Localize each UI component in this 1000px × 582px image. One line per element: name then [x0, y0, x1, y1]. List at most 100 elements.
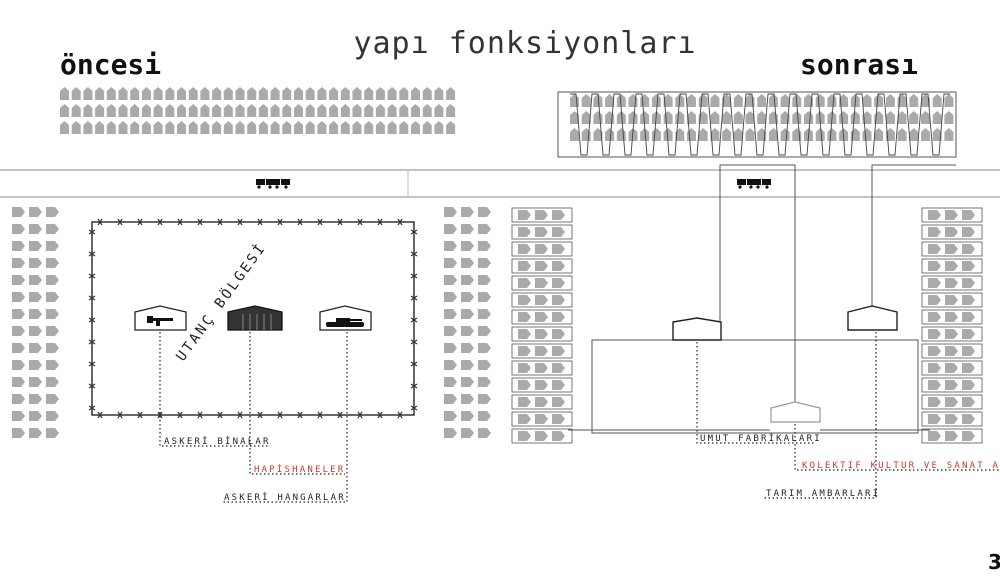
barbed-wire [88, 251, 96, 257]
house-icon [478, 207, 491, 217]
barbed-wire [410, 229, 418, 235]
house-icon [928, 261, 941, 271]
barbed-wire [197, 218, 203, 226]
houses-block-after [570, 94, 954, 141]
house-icon [945, 210, 958, 220]
house-icon [444, 292, 457, 302]
house-icon [153, 104, 163, 117]
house-icon [945, 244, 958, 254]
house-icon [552, 380, 565, 390]
house-icon [258, 104, 268, 117]
barbed-wire [137, 218, 143, 226]
house-icon [46, 275, 59, 285]
house-icon [29, 326, 42, 336]
house-icon [675, 111, 685, 124]
barbed-wire [410, 251, 418, 257]
outline-block [921, 224, 983, 240]
house-icon [270, 87, 280, 100]
house-icon [29, 377, 42, 387]
house-icon [928, 227, 941, 237]
house-icon [909, 128, 919, 141]
house-icon [928, 278, 941, 288]
outline-block [511, 428, 573, 444]
house-icon [518, 414, 531, 424]
house-icon [200, 104, 210, 117]
house-icon [862, 128, 872, 141]
house-icon [518, 329, 531, 339]
shame-zone-fence [88, 218, 418, 419]
house-icon [461, 207, 474, 217]
house-icon [352, 121, 362, 134]
label-farm-storage: TARIM AMBARLARI [766, 489, 881, 499]
house-icon [593, 111, 603, 124]
outline-block [921, 241, 983, 257]
house-icon [928, 397, 941, 407]
barbed-wire [197, 411, 203, 419]
house-icon [478, 326, 491, 336]
house-icon [581, 94, 591, 107]
house-icon [815, 128, 825, 141]
outline-block [511, 377, 573, 393]
house-icon [29, 275, 42, 285]
house-icon [29, 428, 42, 438]
barbed-wire [297, 218, 303, 226]
barbed-wire [88, 295, 96, 301]
house-icon [885, 94, 895, 107]
house-icon [60, 121, 69, 134]
house-icon [962, 380, 975, 390]
house-icon [200, 121, 210, 134]
house-icon [962, 414, 975, 424]
house-icon [444, 275, 457, 285]
house-icon [535, 346, 548, 356]
barbed-wire [97, 218, 103, 226]
house-icon [411, 87, 420, 100]
house-icon [60, 104, 69, 117]
house-icon [106, 87, 116, 100]
outline-block [511, 343, 573, 359]
house-icon [282, 87, 292, 100]
house-icon [340, 87, 350, 100]
barbed-wire [277, 218, 283, 226]
house-icon [733, 128, 743, 141]
house-icon [461, 343, 474, 353]
house-icon [733, 94, 743, 107]
house-icon [461, 428, 474, 438]
house-icon [478, 241, 491, 251]
house-icon [364, 121, 374, 134]
military-building [134, 305, 187, 331]
barbed-wire [377, 218, 383, 226]
house-icon [130, 104, 140, 117]
house-icon [387, 104, 397, 117]
label-hope-factories: UMUT FABRİKALARI [700, 434, 822, 444]
house-icon [944, 128, 954, 141]
house-icon [722, 111, 732, 124]
house-icon [12, 292, 25, 302]
house-icon [928, 244, 941, 254]
house-icon [305, 121, 315, 134]
house-icon [60, 87, 69, 100]
house-icon [46, 241, 59, 251]
house-icon [945, 346, 958, 356]
house-icon [921, 111, 930, 124]
house-icon [399, 104, 409, 117]
house-icon [46, 326, 59, 336]
house-icon [118, 87, 128, 100]
house-icon [535, 227, 548, 237]
house-icon [944, 94, 954, 107]
house-icon [518, 227, 531, 237]
house-icon [317, 121, 327, 134]
house-icon [687, 94, 696, 107]
house-icon [282, 121, 292, 134]
house-icon [95, 104, 105, 117]
house-icon [165, 87, 175, 100]
leader-lines-before [159, 332, 348, 503]
barbed-wire [410, 317, 418, 323]
house-icon [478, 309, 491, 319]
house-icon [518, 295, 531, 305]
house-icon [552, 363, 565, 373]
house-icon [478, 428, 491, 438]
house-icon [478, 292, 491, 302]
outline-block [921, 258, 983, 274]
